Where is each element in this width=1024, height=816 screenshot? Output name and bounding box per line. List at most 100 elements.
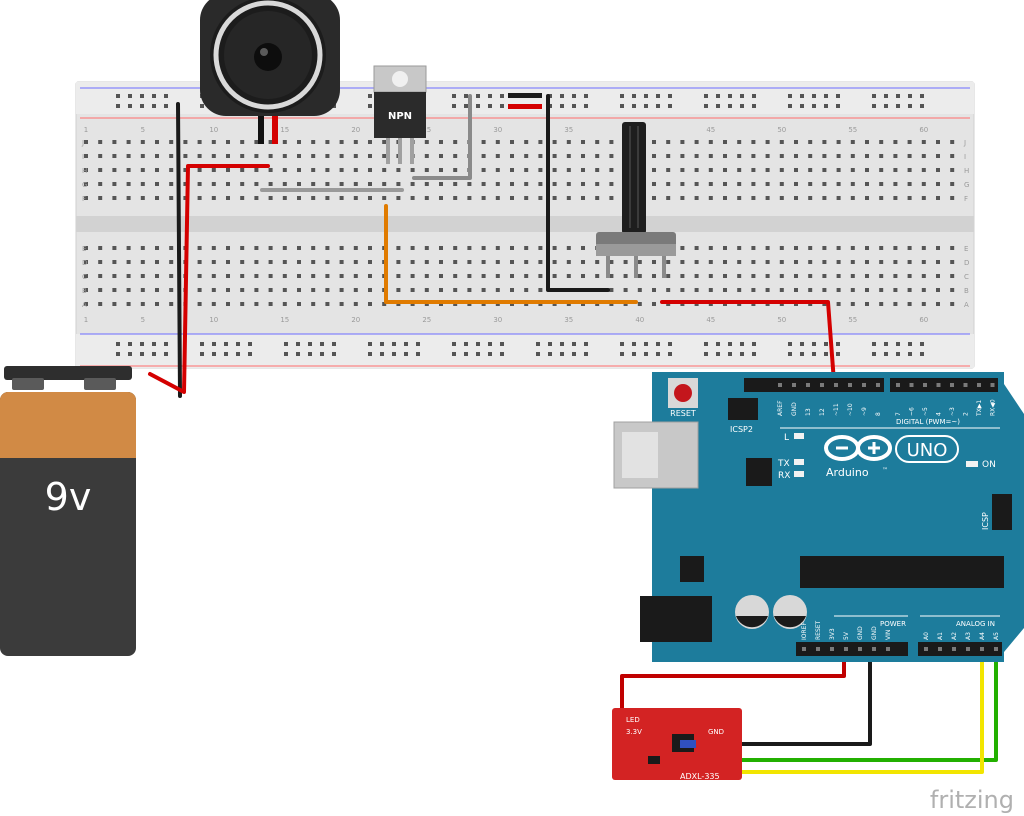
breadboard-hole xyxy=(865,182,869,186)
rail-hole xyxy=(488,342,492,346)
breadboard-hole xyxy=(538,260,543,264)
breadboard-hole xyxy=(921,154,926,158)
breadboard-hole xyxy=(510,154,514,158)
rail-hole xyxy=(464,94,468,98)
breadboard-hole xyxy=(140,288,145,292)
breadboard-hole xyxy=(510,182,514,186)
rail-hole xyxy=(668,94,672,98)
rail-hole xyxy=(320,342,324,346)
pin-label: 7 xyxy=(895,412,902,416)
breadboard-hole xyxy=(765,246,770,250)
column-number: 40 xyxy=(635,316,644,324)
rail-hole xyxy=(632,352,636,356)
rail-hole xyxy=(788,94,792,98)
column-number: 25 xyxy=(422,126,431,134)
breadboard-hole xyxy=(339,182,344,186)
rail-hole xyxy=(332,352,336,356)
breadboard-hole xyxy=(694,288,699,292)
breadboard-hole xyxy=(254,260,259,264)
column-number: 60 xyxy=(919,126,928,134)
breadboard-hole xyxy=(836,302,841,306)
breadboard-hole xyxy=(893,246,898,250)
breadboard-hole xyxy=(595,154,600,158)
breadboard-hole xyxy=(538,140,543,144)
breadboard-hole xyxy=(581,260,585,264)
breadboard-hole xyxy=(836,274,841,278)
breadboard-hole xyxy=(197,260,202,264)
breadboard-hole xyxy=(751,196,756,200)
pin-label: A1 xyxy=(937,632,944,640)
breadboard-hole xyxy=(850,154,855,158)
rail-hole xyxy=(488,94,492,98)
breadboard-hole xyxy=(268,182,273,186)
breadboard-hole xyxy=(936,168,940,172)
breadboard-hole xyxy=(737,140,742,144)
rail-hole xyxy=(704,104,708,108)
breadboard-hole xyxy=(950,140,955,144)
breadboard-hole xyxy=(481,288,486,292)
breadboard-hole xyxy=(510,288,514,292)
breadboard-hole xyxy=(850,182,855,186)
breadboard-hole xyxy=(666,154,671,158)
breadboard-hole xyxy=(268,246,273,250)
breadboard-hole xyxy=(297,274,301,278)
breadboard-hole xyxy=(581,246,585,250)
rail-hole xyxy=(500,352,504,356)
rail-hole xyxy=(212,352,216,356)
breadboard-hole xyxy=(297,260,301,264)
breadboard-hole xyxy=(495,140,500,144)
breadboard-hole xyxy=(566,140,571,144)
rail-hole xyxy=(140,104,144,108)
breadboard-hole xyxy=(609,260,614,264)
pin-label: GND xyxy=(791,402,798,416)
breadboard-hole xyxy=(552,274,557,278)
breadboard-hole xyxy=(410,196,415,200)
rail-hole xyxy=(908,342,912,346)
column-number: 30 xyxy=(493,316,502,324)
breadboard-hole xyxy=(467,196,472,200)
breadboard-hole xyxy=(311,288,316,292)
breadboard-hole xyxy=(524,168,529,172)
breadboard-hole xyxy=(339,140,344,144)
rail-hole xyxy=(560,94,564,98)
breadboard-hole xyxy=(879,182,884,186)
breadboard-hole xyxy=(467,246,472,250)
breadboard-hole xyxy=(197,288,202,292)
breadboard-hole xyxy=(936,260,940,264)
breadboard-hole xyxy=(680,182,685,186)
breadboard-hole xyxy=(510,168,514,172)
breadboard-hole xyxy=(197,182,202,186)
wire-green-a5 xyxy=(620,646,998,762)
rail-hole xyxy=(464,352,468,356)
breadboard-hole xyxy=(723,274,727,278)
breadboard-hole xyxy=(524,140,529,144)
rail-hole xyxy=(812,104,816,108)
breadboard-hole xyxy=(98,288,103,292)
header-pin xyxy=(830,647,834,651)
breadboard-hole xyxy=(169,140,174,144)
breadboard-hole xyxy=(424,196,429,200)
breadboard-hole xyxy=(112,168,117,172)
rail-hole xyxy=(404,342,408,346)
pin-label: 13 xyxy=(805,408,812,416)
header-pin xyxy=(792,383,796,387)
breadboard-hole xyxy=(822,246,827,250)
breadboard-hole xyxy=(467,288,472,292)
pin-label: A5 xyxy=(993,632,1000,640)
rail-hole xyxy=(716,104,720,108)
breadboard-hole xyxy=(254,168,259,172)
rail-hole xyxy=(788,352,792,356)
rail-hole xyxy=(164,94,168,98)
breadboard-hole xyxy=(226,182,230,186)
breadboard-hole xyxy=(112,182,117,186)
wire-orange xyxy=(384,204,638,304)
breadboard-hole xyxy=(680,168,685,172)
pin-label: ~10 xyxy=(847,403,854,416)
breadboard-hole xyxy=(226,260,230,264)
breadboard-hole xyxy=(439,288,443,292)
breadboard-hole xyxy=(694,182,699,186)
breadboard-hole xyxy=(950,154,955,158)
breadboard-hole xyxy=(737,182,742,186)
